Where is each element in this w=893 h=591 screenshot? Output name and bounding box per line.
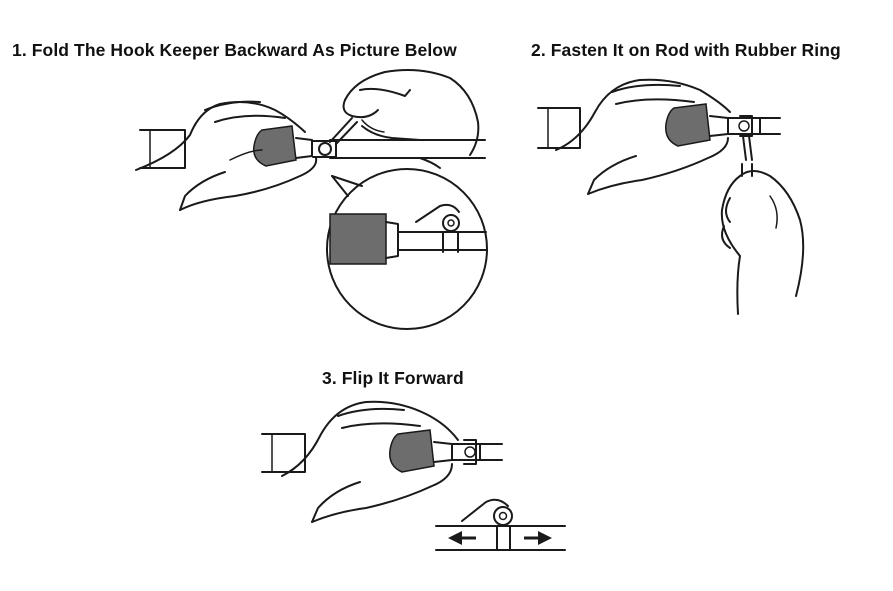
step-2-title: 2. Fasten It on Rod with Rubber Ring	[531, 40, 841, 60]
hook-keeper-icon	[312, 117, 358, 158]
right-hand-icon	[720, 163, 805, 315]
fishing-rod-icon	[139, 129, 486, 169]
rod-grip-icon	[665, 103, 711, 147]
hook-keeper-icon	[727, 115, 761, 161]
keeper-detail-icon	[435, 498, 566, 551]
right-hand-icon	[342, 69, 480, 169]
fishing-rod-icon	[261, 433, 503, 473]
step-1-title: 1. Fold The Hook Keeper Backward As Pict…	[12, 40, 457, 60]
rod-grip-icon	[389, 429, 435, 473]
step-1-illustration	[135, 69, 488, 330]
left-hand-icon	[555, 78, 731, 195]
step-3-title: 3. Flip It Forward	[322, 368, 464, 388]
direction-arrow-icon	[448, 531, 552, 545]
step-2-illustration	[537, 78, 805, 315]
magnified-detail-icon	[326, 168, 488, 330]
step-3-illustration	[261, 400, 566, 551]
left-hand-icon	[281, 400, 459, 523]
hook-keeper-icon	[451, 439, 481, 465]
rod-grip-icon	[253, 125, 297, 167]
left-hand-icon	[135, 100, 318, 211]
